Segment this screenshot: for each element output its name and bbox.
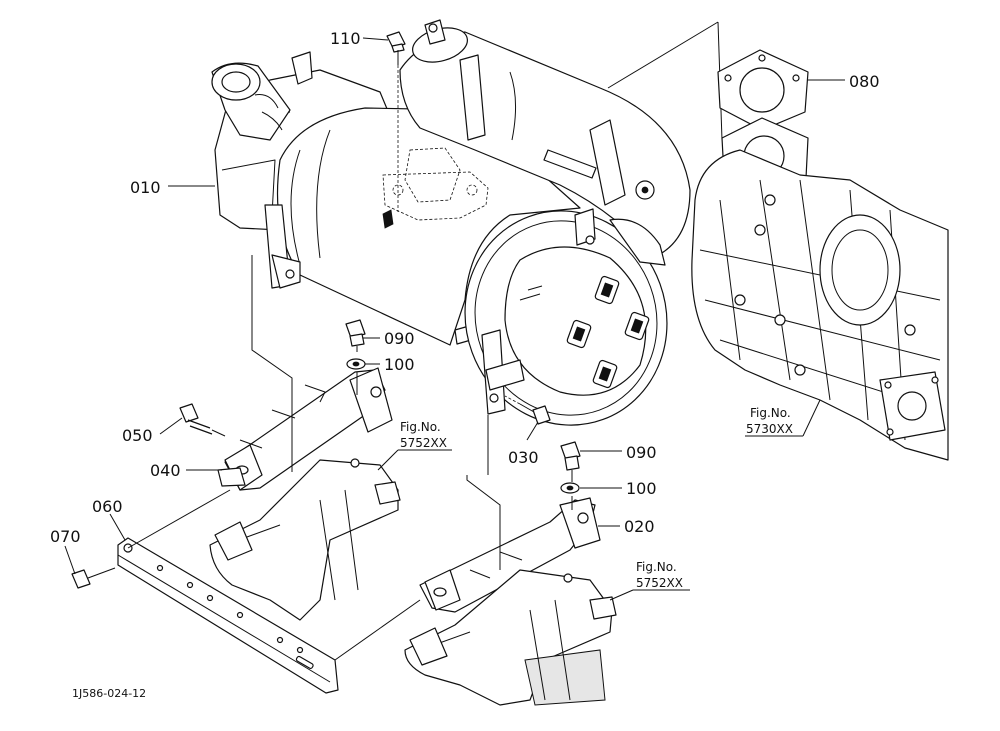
fig-ref-2-number: 5730XX <box>746 422 793 436</box>
rail-060 <box>117 537 339 694</box>
support-base-right <box>404 569 617 706</box>
callout-100-lower: 100 <box>626 479 657 498</box>
callout-030: 030 <box>508 448 539 467</box>
callout-leaders <box>64 37 845 601</box>
gasket-080 <box>717 49 809 131</box>
muffler-assembly-010 <box>211 51 668 426</box>
callout-070: 070 <box>50 527 81 546</box>
exhaust-pipe-assembly <box>399 19 691 266</box>
callout-050: 050 <box>122 426 153 445</box>
support-base-left <box>209 458 401 621</box>
turbocharger-engine <box>691 149 949 461</box>
bolt-070 <box>71 567 116 589</box>
bolt-090-upper <box>345 319 366 395</box>
assembly-guide-lines <box>127 255 501 661</box>
callout-labels: 110 080 010 090 100 050 040 030 090 100 … <box>50 29 880 546</box>
fig-ref-1-label: Fig.No. <box>400 420 441 434</box>
bolt-030 <box>504 395 551 425</box>
washer-100-lower <box>560 482 580 494</box>
fig-ref-1-number: 5752XX <box>400 436 447 450</box>
callout-040: 040 <box>150 461 181 480</box>
washer-100-upper <box>346 358 366 370</box>
fig-ref-2-label: Fig.No. <box>750 406 791 420</box>
callout-060: 060 <box>92 497 123 516</box>
callout-010: 010 <box>130 178 161 197</box>
callout-090-upper: 090 <box>384 329 415 348</box>
callout-020: 020 <box>624 517 655 536</box>
callout-080: 080 <box>849 72 880 91</box>
drawing-code: 1J586-024-12 <box>72 687 146 700</box>
fig-ref-3-label: Fig.No. <box>636 560 677 574</box>
bracket-020 <box>419 497 601 613</box>
callout-100-upper: 100 <box>384 355 415 374</box>
callout-090-lower: 090 <box>626 443 657 462</box>
callout-110: 110 <box>330 29 361 48</box>
figure-refs: Fig.No. 5752XX Fig.No. 5730XX Fig.No. 57… <box>400 406 793 590</box>
bracket-040 <box>217 367 393 491</box>
end-cap-slots <box>566 275 650 389</box>
bolt-110 <box>386 31 406 212</box>
bolt-050 <box>179 403 226 437</box>
fig-ref-3-number: 5752XX <box>636 576 683 590</box>
bolt-090-lower <box>560 441 581 510</box>
